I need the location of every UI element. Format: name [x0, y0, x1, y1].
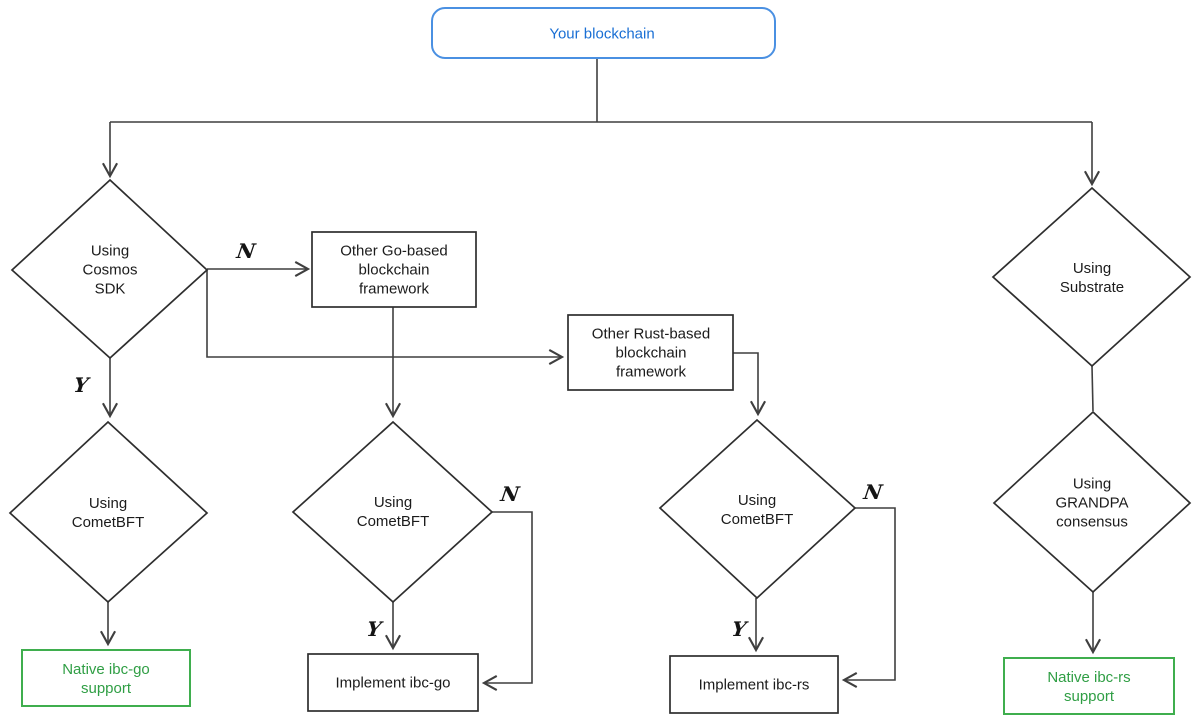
edge-rust-framework-to-cometbft-right [733, 352, 767, 417]
edge-cometbft-mid-no-loop [481, 511, 533, 692]
connector-group [99, 58, 1102, 692]
edge-substrate-to-grandpa [1091, 365, 1094, 412]
native-ibc-rs-box-shape [1003, 657, 1175, 715]
implement-ibc-go-box-shape [307, 653, 479, 712]
edge-cosmos-to-rust-framework [206, 270, 565, 366]
implement-ibc-rs-box-shape [669, 655, 839, 714]
cometbft-right-diamond-shape [658, 418, 857, 600]
native-ibc-go-box-shape [21, 649, 191, 707]
cometbft-mid-diamond-shape [291, 420, 494, 604]
edge-cometbft-right-no-loop [841, 507, 896, 689]
root-node-shape [431, 7, 776, 59]
substrate-diamond-shape [991, 186, 1192, 368]
cometbft-left-diamond-shape [8, 420, 209, 604]
cosmos-diamond-shape [10, 178, 209, 360]
go-framework-box-shape [311, 231, 477, 308]
grandpa-diamond-shape [992, 410, 1192, 594]
rust-framework-box-shape [567, 314, 734, 391]
shape-group [8, 7, 1192, 715]
